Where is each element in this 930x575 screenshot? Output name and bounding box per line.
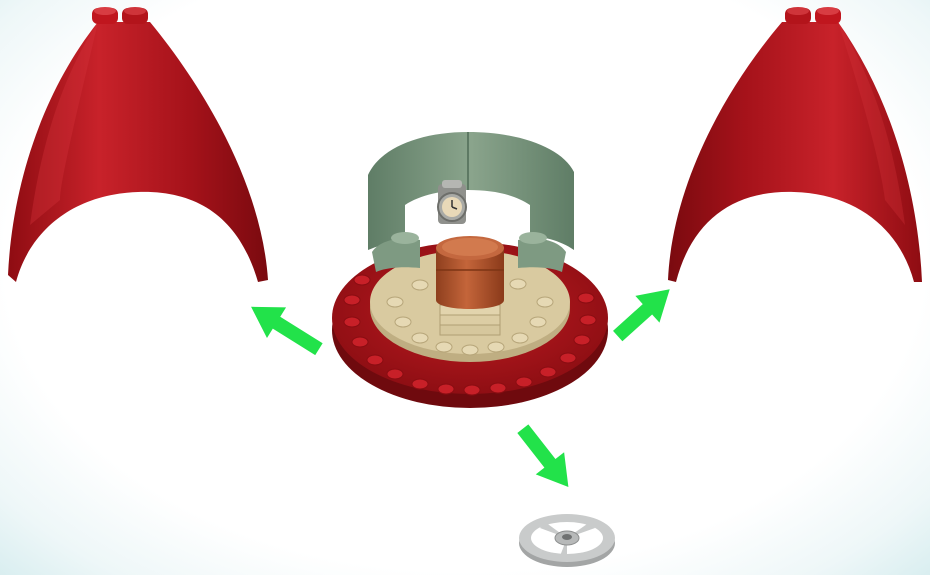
center-base-assembly — [332, 132, 608, 408]
arrow-down-icon — [509, 418, 583, 498]
clock-gauge — [438, 180, 466, 224]
barrel — [436, 236, 504, 309]
right-dome-shell — [668, 7, 922, 282]
arrow-up-right-icon — [606, 276, 682, 350]
gray-wheel-piece — [519, 514, 615, 567]
tan-steps — [440, 305, 500, 335]
left-dome-shell — [8, 7, 268, 282]
arrow-up-left-icon — [242, 292, 329, 365]
